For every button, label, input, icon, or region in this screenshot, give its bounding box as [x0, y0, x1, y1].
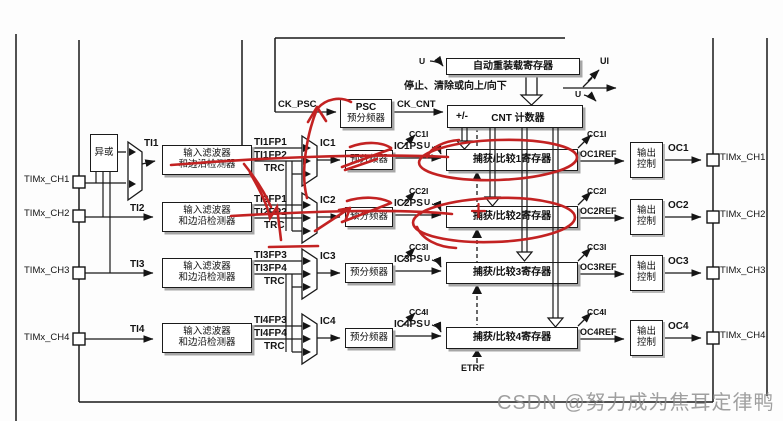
ti3-label: TI3 [130, 259, 145, 270]
capture-compare-register-3: 捕获/比较3寄存器 [446, 262, 578, 284]
oc1ref-label: OC1REF [580, 149, 617, 159]
ti1fp1-label: TI1FP1 [254, 137, 287, 148]
trc-label-1: TRC [264, 163, 285, 174]
oc4-label: OC4 [668, 321, 689, 332]
ic4-label: IC4 [320, 316, 336, 327]
ti1-label: TI1 [144, 138, 159, 149]
ch1-prescaler-box: 预分频器 [345, 150, 393, 170]
u-label-row2: U [424, 197, 431, 207]
ti4fp3-label: TI4FP3 [254, 315, 287, 326]
capture-compare-register-1: 捕获/比较1寄存器 [446, 149, 578, 171]
cc2i-right-label: CC2I [587, 186, 607, 196]
capture-compare-register-2: 捕获/比较2寄存器 [446, 206, 578, 228]
ch3-input-filter-box: 输入滤波器 和边沿检测器 [162, 258, 252, 288]
u-label-row1: U [424, 140, 431, 150]
oc3-label: OC3 [668, 256, 689, 267]
psc-prescaler-box: PSC 预分频器 [340, 99, 392, 128]
ic3-label: IC3 [320, 251, 336, 262]
ck-psc-label: CK_PSC [278, 99, 317, 110]
ch2-prescaler-box: 预分频器 [345, 207, 393, 227]
ic1-label: IC1 [320, 138, 336, 149]
ic4ps-label: IC4PS [394, 319, 423, 330]
u-label-row4: U [424, 318, 431, 328]
ck-cnt-label: CK_CNT [397, 99, 436, 110]
cc3i-right-label: CC3I [587, 242, 607, 252]
auto-reload-register-box: 自动重装载寄存器 [446, 58, 580, 75]
ti2fp1-label: TI2FP1 [254, 194, 287, 205]
ch2-output-control-box: 输出 控制 [630, 199, 663, 235]
timx-ch4-out-label: TIMx_CH4 [720, 330, 766, 341]
stop-clear-note: 停止、清除或向上/向下 [404, 81, 507, 92]
capture-compare-register-4: 捕获/比较4寄存器 [446, 327, 578, 349]
cc1i-left-label: CC1I [409, 129, 429, 139]
cc4i-right-label: CC4I [587, 307, 607, 317]
trc-label-2: TRC [264, 220, 285, 231]
oc3ref-label: OC3REF [580, 262, 617, 272]
timx-ch3-in-label: TIMx_CH3 [24, 265, 70, 276]
cc4i-left-label: CC4I [409, 307, 429, 317]
ti4-label: TI4 [130, 324, 145, 335]
oc1-label: OC1 [668, 143, 689, 154]
ic2ps-label: IC2PS [394, 198, 423, 209]
ui-label: UI [600, 56, 609, 66]
csdn-watermark: CSDN @努力成为焦耳定律鸭 [497, 392, 775, 414]
cc3i-left-label: CC3I [409, 242, 429, 252]
ch2-input-filter-box: 输入滤波器 和边沿检测器 [162, 202, 252, 232]
u-label-arr: U [419, 56, 426, 66]
trc-label-4: TRC [264, 341, 285, 352]
timx-ch1-in-label: TIMx_CH1 [24, 174, 70, 185]
oc4ref-label: OC4REF [580, 327, 617, 337]
ch3-output-control-box: 输出 控制 [630, 255, 663, 291]
xor-box: 异或 [90, 134, 118, 172]
cc1i-right-label: CC1I [587, 129, 607, 139]
timx-ch1-out-label: TIMx_CH1 [720, 152, 766, 163]
oc2-label: OC2 [668, 200, 689, 211]
ch4-input-filter-box: 输入滤波器 和边沿检测器 [162, 323, 252, 353]
timx-ch4-in-label: TIMx_CH4 [24, 332, 70, 343]
timx-ch2-in-label: TIMx_CH2 [24, 208, 70, 219]
timx-ch2-out-label: TIMx_CH2 [720, 209, 766, 220]
timx-ch3-out-label: TIMx_CH3 [720, 265, 766, 276]
ti4fp4-label: TI4FP4 [254, 328, 287, 339]
ch3-prescaler-box: 预分频器 [345, 263, 393, 283]
ti2-label: TI2 [130, 203, 145, 214]
trc-label-3: TRC [264, 276, 285, 287]
ch4-output-control-box: 输出 控制 [630, 320, 663, 356]
cnt-counter-box: +/- CNT 计数器 [447, 105, 583, 128]
ti3fp3-label: TI3FP3 [254, 250, 287, 261]
u-label-2: U [575, 89, 582, 99]
ch4-prescaler-box: 预分频器 [345, 328, 393, 348]
ic3ps-label: IC3PS [394, 254, 423, 265]
ic2-label: IC2 [320, 195, 336, 206]
ti2fp2-label: TI2FP2 [254, 207, 287, 218]
ch1-output-control-box: 输出 控制 [630, 142, 663, 178]
ti3fp4-label: TI3FP4 [254, 263, 287, 274]
ch1-input-filter-box: 输入滤波器 和边沿检测器 [162, 145, 252, 175]
etrf-label: ETRF [461, 363, 485, 373]
ti1fp2-label: TI1FP2 [254, 150, 287, 161]
cc2i-left-label: CC2I [409, 186, 429, 196]
u-label-row3: U [424, 253, 431, 263]
ic1ps-label: IC1PS [394, 141, 423, 152]
oc2ref-label: OC2REF [580, 206, 617, 216]
